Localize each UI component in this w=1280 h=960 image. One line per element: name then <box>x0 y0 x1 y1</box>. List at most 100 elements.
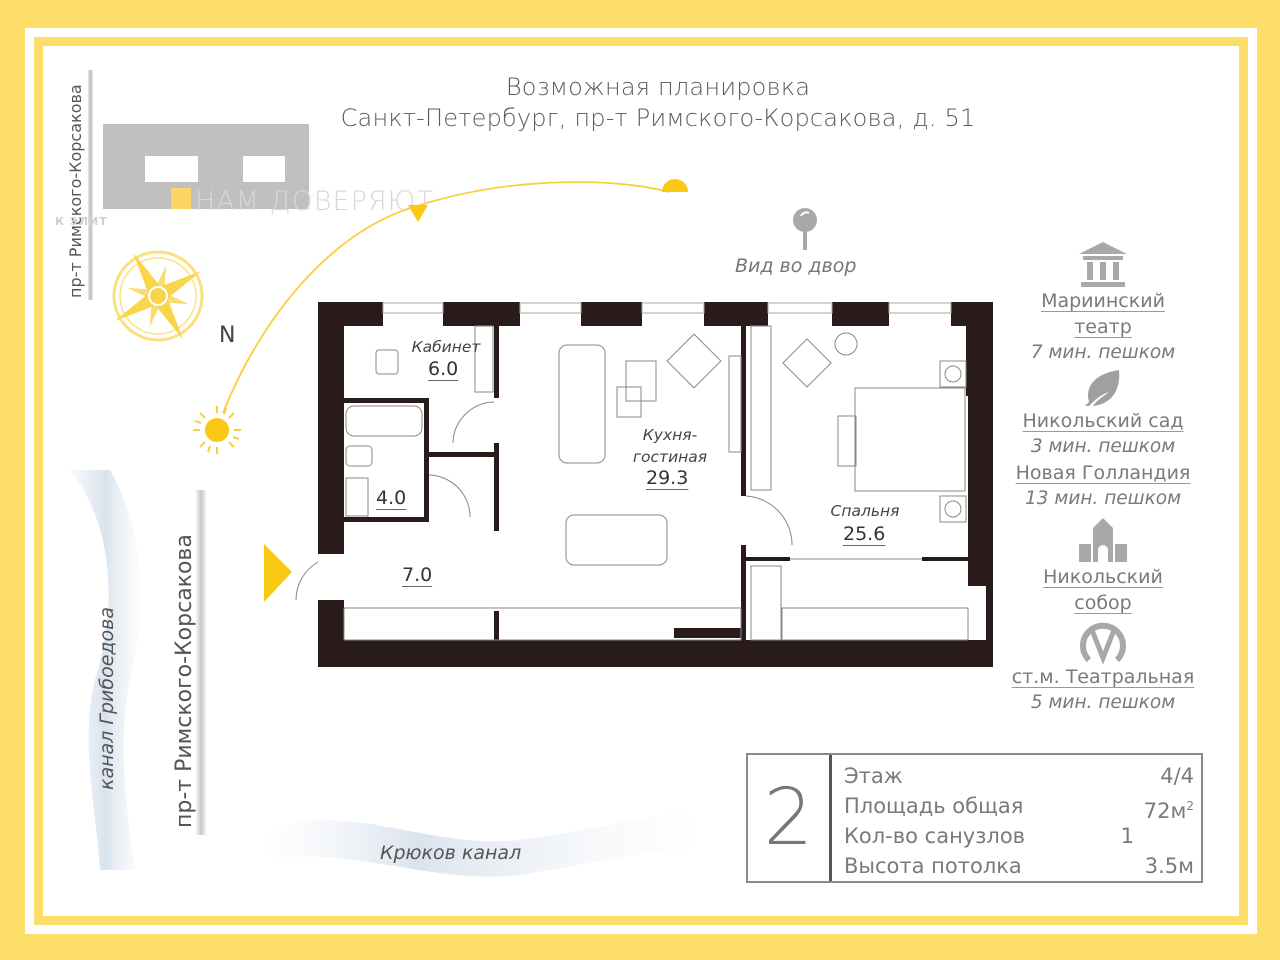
room-area-study: 6.0 <box>428 358 459 380</box>
sink <box>345 477 369 517</box>
wardrobe-left <box>750 565 782 641</box>
side-table <box>834 332 858 356</box>
wall-study-right-bottom <box>494 443 499 531</box>
room-label-kitchen-living: Кухня- гостиная <box>632 426 708 466</box>
cathedral-icon <box>1079 518 1127 562</box>
apartment-specs: 2 Этаж 4/4 Площадь общая 72м2 Кол-во сан… <box>746 753 1203 883</box>
spec-row-bathrooms: Кол-во санузлов 1 <box>844 824 1134 848</box>
landmark-walk-time: 3 мин. пешком <box>1030 436 1176 457</box>
study-closet <box>474 325 494 393</box>
sunset-icon <box>662 179 688 192</box>
wall-kitchen-right-bottom <box>741 545 746 640</box>
wall-hall-divider <box>494 611 499 641</box>
dining-table <box>565 514 668 566</box>
coffee-table-2 <box>616 386 642 418</box>
spec-row-floor: Этаж 4/4 <box>844 764 1194 788</box>
wall-left-top <box>318 302 344 554</box>
room-label-bedroom: Спальня <box>830 502 900 520</box>
sun-icon <box>193 406 241 454</box>
landmark-walk-time: 7 мин. пешком <box>1030 342 1176 363</box>
watermark-subtext: К ЭЛИТ <box>55 215 108 228</box>
study-chair <box>375 349 399 375</box>
wall-right-mid <box>968 396 993 586</box>
room-area-hall: 7.0 <box>402 564 433 586</box>
wall-kitchen-step <box>674 628 741 638</box>
compass-rose-icon <box>112 250 204 342</box>
wall-right-top <box>966 302 993 396</box>
wardrobe-bottom <box>781 607 969 641</box>
window-1 <box>382 302 444 314</box>
wall-top-3 <box>581 302 642 326</box>
canal-kryukov-shape <box>270 814 690 877</box>
metro-icon <box>1080 622 1126 664</box>
window-3 <box>641 302 705 314</box>
wall-bath-bottom <box>344 517 429 522</box>
wall-bath-right <box>424 398 429 520</box>
view-label: Вид во двор <box>735 255 857 277</box>
door-entrance <box>295 561 319 601</box>
logo-mark <box>103 124 309 209</box>
landmark-name[interactable]: ст.м. Театральная <box>1011 666 1195 688</box>
landmark-name[interactable]: Никольский сад <box>1022 410 1184 432</box>
wall-top-4 <box>704 302 768 326</box>
spec-row-area: Площадь общая 72м2 <box>844 794 1194 823</box>
watermark-text: НАМ ДОВЕРЯЮТ <box>195 186 434 217</box>
wall-kitchen-right-top <box>741 326 746 496</box>
kitchen-counter <box>343 607 742 641</box>
sun-path-arrow-icon <box>408 205 428 222</box>
bedroom-desk <box>837 415 857 467</box>
nightstand-lamp-top <box>944 365 962 383</box>
room-label-study: Кабинет <box>411 338 481 356</box>
door-bedroom <box>745 495 793 546</box>
theater-icon <box>1079 242 1127 287</box>
wall-study-right-top <box>494 326 499 398</box>
room-area-bathroom: 4.0 <box>376 487 407 509</box>
landmark-walk-time: 13 мин. пешком <box>1024 488 1182 509</box>
door-study <box>452 401 495 444</box>
street-main-bar <box>196 490 206 835</box>
landmark-name[interactable]: Новая Голландия <box>1015 462 1191 484</box>
bed <box>854 387 966 492</box>
canal-griboedova-shape <box>70 470 141 870</box>
landmark-walk-time: 5 мин. пешком <box>1030 692 1176 713</box>
nightstand-top <box>939 360 967 388</box>
room-area-bedroom: 25.6 <box>843 523 886 545</box>
page-title: Возможная планировка Санкт-Петербург, пр… <box>0 72 1280 134</box>
title-line-2: Санкт-Петербург, пр-т Римского-Корсакова… <box>340 104 976 132</box>
window-2 <box>519 302 582 314</box>
wall-bed-bottom-left <box>746 557 790 561</box>
nightstand-lamp-bottom <box>944 500 962 518</box>
sofa <box>558 344 606 464</box>
map-pin-icon <box>793 208 817 250</box>
bathtub <box>345 405 423 437</box>
wall-closet-top <box>424 452 499 457</box>
armchair-bedroom <box>782 338 832 388</box>
leaf-icon <box>1085 370 1120 406</box>
window-5 <box>888 302 952 314</box>
north-label: N <box>219 323 236 348</box>
armchair-living <box>666 333 722 389</box>
bedroom-wardrobe <box>750 325 772 491</box>
wall-top-5 <box>832 302 889 326</box>
title-line-1: Возможная планировка <box>505 73 811 101</box>
wall-bed-bottom-right <box>922 557 968 561</box>
door-bath <box>428 474 471 518</box>
wall-bottom <box>318 640 993 667</box>
wall-bath-top <box>344 398 429 403</box>
wall-right-bottom <box>986 586 993 667</box>
rooms-count: 2 <box>748 755 832 881</box>
canal-kryukov-label: Крюков канал <box>380 842 522 864</box>
window-4 <box>767 302 833 314</box>
tv-stand-living <box>728 355 742 453</box>
room-area-kitchen-living: 29.3 <box>646 467 689 489</box>
entrance-arrow-icon <box>264 544 292 602</box>
toilet <box>345 445 373 467</box>
spec-row-ceiling: Высота потолка 3.5м <box>844 854 1194 878</box>
wall-top-2 <box>443 302 520 326</box>
